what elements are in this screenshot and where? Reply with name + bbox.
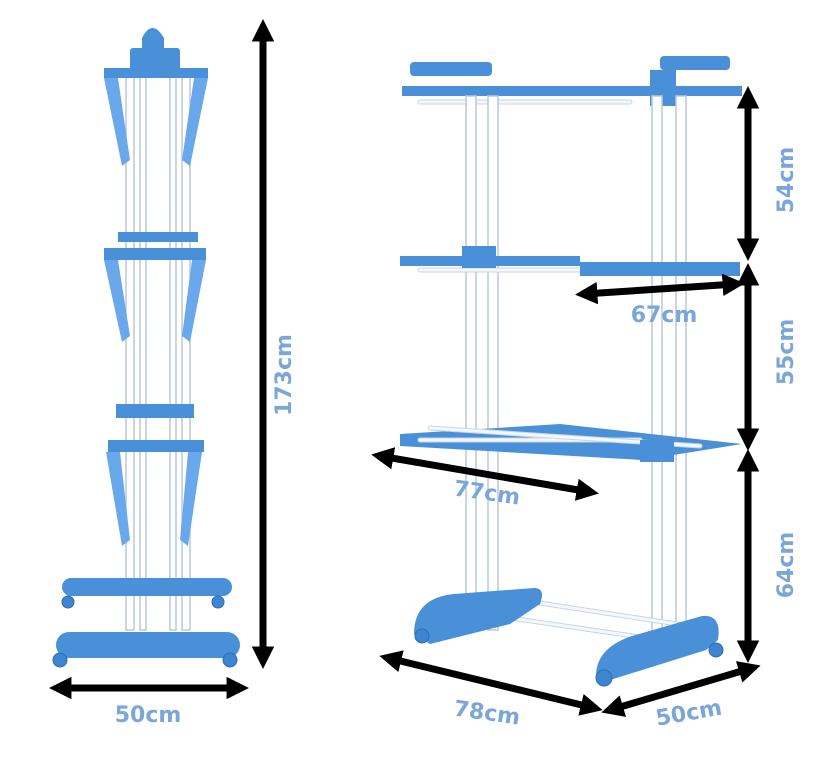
- side-tier3-wing-left: [106, 452, 130, 546]
- side-tier1-wing-right: [182, 78, 208, 166]
- side-wheel: [222, 652, 238, 668]
- tier2-joint: [462, 246, 496, 268]
- side-wheel: [61, 595, 75, 609]
- front-pole: [651, 95, 663, 639]
- base-length-label: 78cm: [452, 697, 521, 731]
- side-tier2-wing-right: [182, 260, 206, 342]
- base-foot-left: [414, 588, 542, 644]
- top-joint: [130, 48, 180, 74]
- wing-width-arrow: [575, 273, 745, 305]
- side-height-label: 173cm: [272, 334, 297, 416]
- front-wheel: [708, 642, 724, 658]
- side-wheel: [211, 595, 225, 609]
- side-tier2-wing-left: [104, 260, 130, 342]
- side-tier3-wing-right: [180, 452, 202, 546]
- base-depth-arrow: [601, 661, 761, 717]
- wing-width-label: 67cm: [631, 303, 698, 328]
- base-length-arrow: [379, 650, 603, 716]
- tier1-height-label: 54cm: [774, 147, 799, 214]
- shelf-width-arrow: [371, 447, 599, 501]
- side-view-rack: [52, 28, 240, 668]
- front-pole: [675, 95, 687, 639]
- side-tier2-shelf: [104, 248, 206, 260]
- hanger-hook-left: [410, 62, 492, 76]
- tier3-joint: [640, 440, 674, 462]
- base-depth-label: 50cm: [654, 696, 724, 732]
- side-tier3-shelf: [108, 440, 204, 452]
- tier2-wing: [580, 262, 740, 276]
- side-tier1-wing-left: [104, 78, 130, 166]
- front-pole: [487, 95, 499, 631]
- tier1-frame: [402, 86, 742, 96]
- side-tier2-bar: [118, 232, 198, 242]
- side-base-top: [62, 578, 232, 596]
- hanger-hook-right: [660, 56, 730, 70]
- side-pole-mid2: [169, 69, 177, 631]
- side-wheel: [52, 652, 68, 668]
- side-width-label: 50cm: [115, 703, 182, 728]
- front-view-rack: [400, 56, 742, 687]
- front-wheel: [414, 628, 430, 644]
- tier2-height-label: 55cm: [774, 319, 799, 386]
- front-pole: [465, 95, 477, 631]
- side-base-bottom: [56, 632, 240, 658]
- tier3-height-label: 64cm: [774, 532, 799, 599]
- side-tier1-bar: [104, 68, 208, 78]
- side-pole-mid: [139, 69, 147, 631]
- side-tier3-bar: [116, 404, 194, 418]
- front-wheel: [595, 669, 613, 687]
